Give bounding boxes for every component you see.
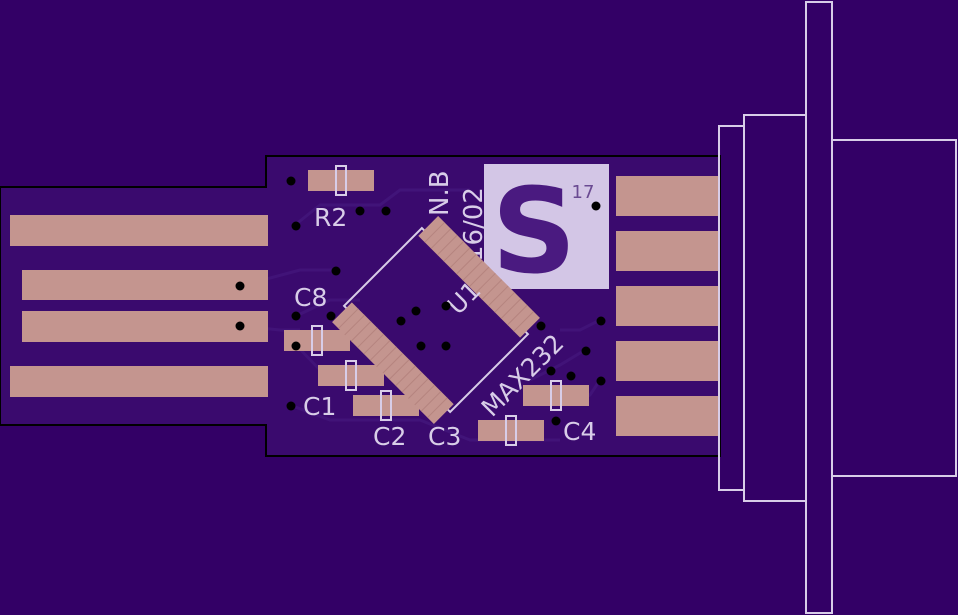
conn-pad-4 bbox=[616, 341, 720, 381]
label-r2: R2 bbox=[314, 203, 347, 232]
conn-pad-1 bbox=[616, 176, 720, 216]
label-c2: C2 bbox=[373, 422, 406, 451]
vias bbox=[235, 176, 606, 426]
label-c4: C4 bbox=[563, 417, 596, 446]
conn-pad-5 bbox=[616, 396, 720, 436]
conn-pad-2 bbox=[616, 231, 720, 271]
ic-u1 bbox=[332, 216, 540, 424]
usb-pad-4 bbox=[10, 366, 268, 397]
logo-box bbox=[484, 164, 609, 289]
author-label: N.B bbox=[425, 170, 455, 216]
conn-pad-3 bbox=[616, 286, 720, 326]
label-c3: C3 bbox=[428, 422, 461, 451]
capacitor-c8 bbox=[284, 325, 350, 356]
logo-letter: S bbox=[492, 162, 577, 300]
label-c8: C8 bbox=[294, 283, 327, 312]
capacitor-c1 bbox=[318, 360, 384, 391]
db9-connector-outline bbox=[718, 1, 957, 614]
usb-pad-2 bbox=[22, 270, 268, 300]
capacitor-c4 bbox=[523, 380, 589, 411]
capacitor-c2 bbox=[353, 390, 419, 421]
logo-year: 17 bbox=[572, 182, 595, 203]
usb-pad-1 bbox=[10, 215, 268, 246]
capacitor-c3 bbox=[478, 415, 544, 446]
usb-pad-3 bbox=[22, 311, 268, 342]
resistor-r2 bbox=[308, 165, 374, 196]
label-c1: C1 bbox=[303, 392, 336, 421]
